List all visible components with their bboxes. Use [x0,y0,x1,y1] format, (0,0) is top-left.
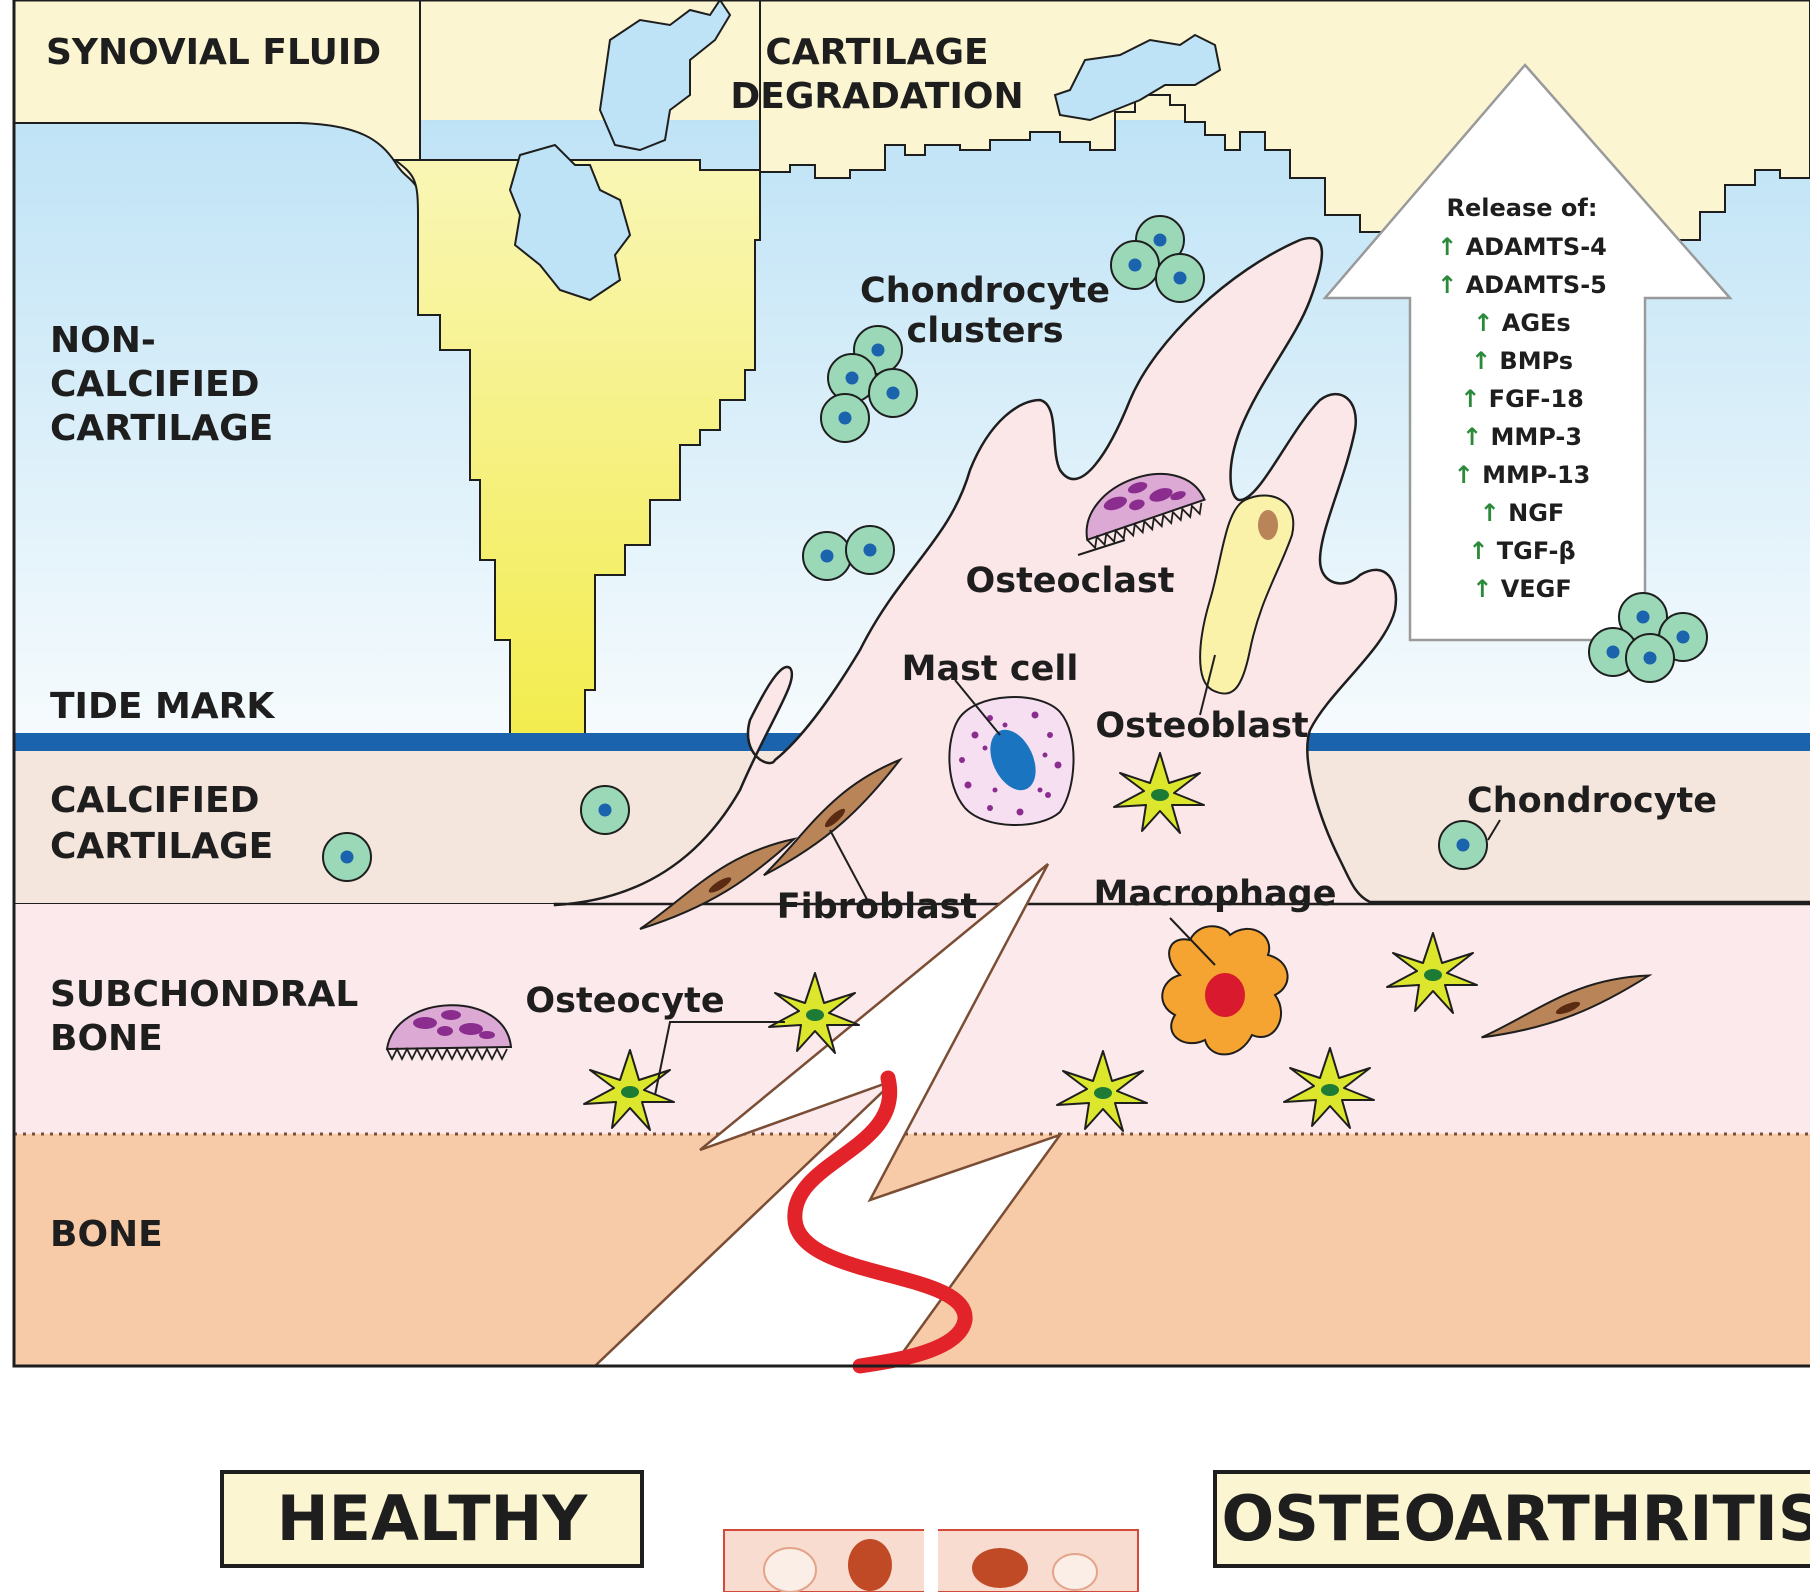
release-item: ↑ TGF-β [1468,537,1575,565]
zone-label-subchondral: SUBCHONDRAL [50,974,358,1015]
zone-label-calcified: CARTILAGE [50,826,273,867]
joint-thumbnail [724,1526,1138,1592]
release-item-label: VEGF [1501,575,1572,603]
release-item-label: ADAMTS-5 [1466,271,1607,299]
zone-label-calcified: CALCIFIED [50,780,260,821]
label-mast-cell: Mast cell [902,649,1079,689]
release-item: ↑ MMP-13 [1454,461,1591,489]
release-item: ↑ ADAMTS-5 [1437,271,1607,299]
healthy-label: HEALTHY [277,1482,589,1555]
label-chondrocyte: Chondrocyte [1467,781,1717,821]
up-arrow-icon: ↑ [1437,233,1465,261]
up-arrow-icon: ↑ [1460,385,1488,413]
release-item-label: FGF-18 [1489,385,1584,413]
label-macrophage: Macrophage [1094,874,1337,914]
up-arrow-icon: ↑ [1471,347,1499,375]
release-item-label: MMP-3 [1490,423,1582,451]
release-title: Release of: [1447,194,1598,222]
release-item: ↑ VEGF [1472,575,1572,603]
zone-label-non-calcified: CARTILAGE [50,408,273,449]
chondrocyte [1439,821,1487,869]
label-chondrocyte-clusters: clusters [906,311,1063,351]
degradation-label: CARTILAGE [765,32,988,73]
up-arrow-icon: ↑ [1472,575,1500,603]
up-arrow-icon: ↑ [1480,499,1508,527]
up-arrow-icon: ↑ [1473,309,1501,337]
up-arrow-icon: ↑ [1468,537,1496,565]
zone-label-tide-mark: TIDE MARK [50,686,275,727]
label-chondrocyte-clusters: Chondrocyte [860,271,1110,311]
release-item: ↑ ADAMTS-4 [1437,233,1607,261]
label-osteoblast: Osteoblast [1095,706,1308,746]
up-arrow-icon: ↑ [1454,461,1482,489]
zone-label-bone: BONE [50,1214,163,1255]
release-item: ↑ FGF-18 [1460,385,1584,413]
zone-label-non-calcified: NON- [50,320,156,361]
label-osteoclast: Osteoclast [965,561,1174,601]
chondrocyte [581,786,629,834]
release-item: ↑ MMP-3 [1462,423,1582,451]
label-osteocyte: Osteocyte [525,981,724,1021]
release-item-label: MMP-13 [1482,461,1590,489]
zone-label-subchondral: BONE [50,1018,163,1059]
label-fibroblast: Fibroblast [777,887,978,927]
release-item-label: ADAMTS-4 [1466,233,1607,261]
chondrocyte [323,833,371,881]
release-item-label: AGEs [1502,309,1571,337]
zone-label-synovial-fluid: SYNOVIAL FLUID [46,32,381,73]
release-item: ↑ BMPs [1471,347,1573,375]
zone-label-non-calcified: CALCIFIED [50,364,260,405]
up-arrow-icon: ↑ [1437,271,1465,299]
osteoarthritis-label: OSTEOARTHRITIS [1222,1482,1810,1555]
release-item: ↑ NGF [1480,499,1565,527]
release-item: ↑ AGEs [1473,309,1570,337]
release-item-label: TGF-β [1497,537,1576,565]
release-item-label: NGF [1508,499,1564,527]
macrophage-cell [1162,926,1287,1054]
degradation-label: DEGRADATION [730,76,1023,117]
mast-cell [949,697,1073,825]
release-item-label: BMPs [1499,347,1573,375]
up-arrow-icon: ↑ [1462,423,1490,451]
